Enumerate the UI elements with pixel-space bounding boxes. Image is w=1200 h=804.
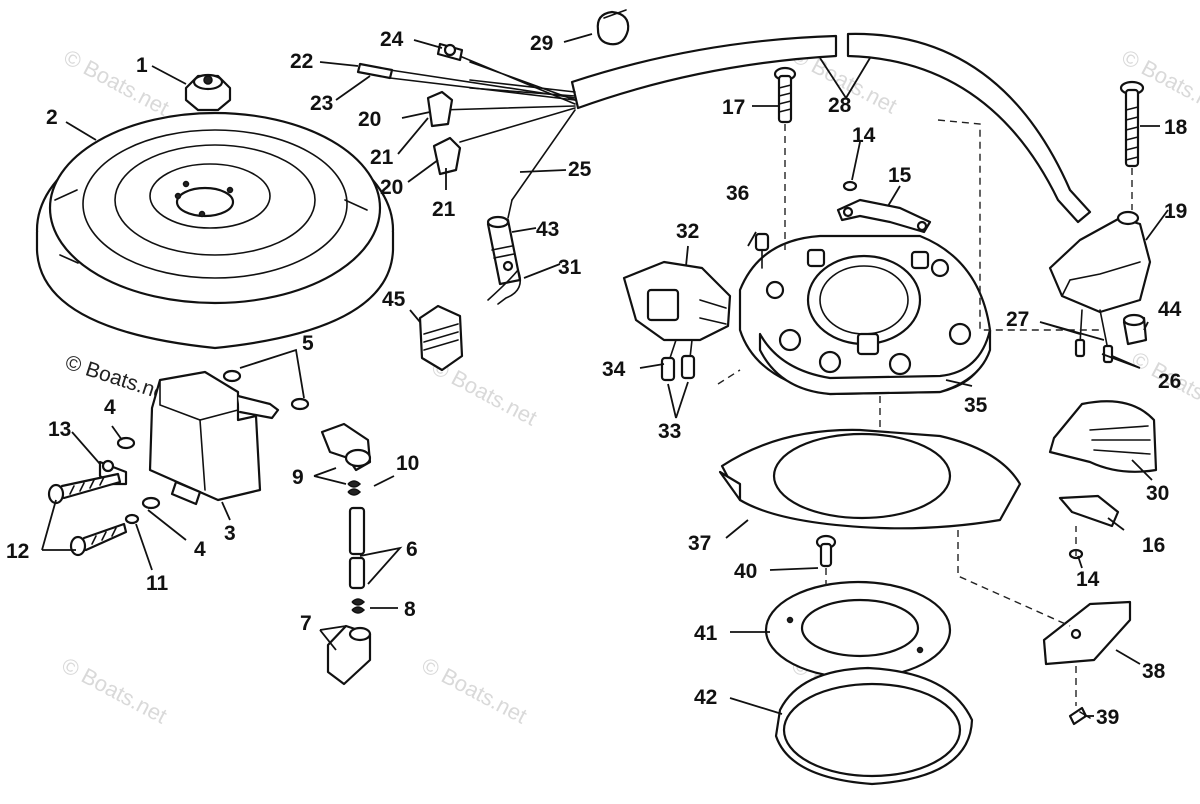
- callout-42: 42: [694, 686, 717, 709]
- callout-12: 12: [6, 540, 29, 563]
- coil-screws: [47, 472, 128, 557]
- callout-6: 6: [406, 538, 418, 561]
- flywheel-nut: [184, 73, 232, 112]
- callout-22: 22: [290, 50, 313, 73]
- callout-40: 40: [734, 560, 757, 583]
- wire-connectors: [426, 90, 462, 176]
- callout-9: 9: [292, 466, 304, 489]
- callout-25: 25: [568, 158, 592, 181]
- callout-13: 13: [48, 418, 71, 441]
- callout-20: 20: [358, 108, 381, 131]
- callout-39: 39: [1096, 706, 1119, 729]
- callout-28: 28: [828, 94, 852, 117]
- timer-base: [738, 234, 992, 396]
- spark-plug-boot-lower: [326, 624, 372, 686]
- callout-20: 20: [380, 176, 403, 199]
- callout-32: 32: [676, 220, 699, 243]
- sensor-leads: [1074, 309, 1148, 364]
- wire-clip: [596, 9, 630, 46]
- magnet-segment-lower: [1042, 600, 1132, 666]
- callout-30: 30: [1146, 482, 1169, 505]
- flywheel: [35, 111, 395, 350]
- retaining-ring: [774, 666, 974, 786]
- callout-21: 21: [432, 198, 456, 221]
- callout-43: 43: [536, 218, 559, 241]
- watermark-text: © Boats.net: [418, 652, 532, 728]
- callout-38: 38: [1142, 660, 1166, 683]
- callout-29: 29: [530, 32, 553, 55]
- callout-8: 8: [404, 598, 416, 621]
- callout-4: 4: [104, 396, 116, 419]
- charge-coil: [622, 260, 732, 382]
- callout-18: 18: [1164, 116, 1188, 139]
- washers: [116, 369, 310, 525]
- callout-31: 31: [558, 256, 582, 279]
- callout-17: 17: [722, 96, 745, 119]
- watermark-text: © Boats.net: [58, 652, 172, 728]
- watermark-text: © Boats.net: [60, 44, 174, 120]
- callout-35: 35: [964, 394, 988, 417]
- callout-26: 26: [1158, 370, 1181, 393]
- callout-15: 15: [888, 164, 912, 187]
- retaining-screw: [815, 534, 837, 568]
- callout-4: 4: [194, 538, 206, 561]
- armature-plate: [718, 428, 1022, 530]
- callout-34: 34: [602, 358, 626, 381]
- callout-11: 11: [146, 572, 169, 595]
- callout-14: 14: [852, 124, 876, 147]
- ground-wire: [487, 260, 522, 305]
- callout-44: 44: [1158, 298, 1182, 321]
- callout-41: 41: [694, 622, 718, 645]
- callout-19: 19: [1164, 200, 1187, 223]
- callout-2: 2: [46, 106, 58, 129]
- callout-14: 14: [1076, 568, 1100, 591]
- alignment-lines: [717, 119, 1133, 706]
- callout-21: 21: [370, 146, 394, 169]
- callout-10: 10: [396, 452, 419, 475]
- callout-36: 36: [726, 182, 749, 205]
- callout-37: 37: [688, 532, 711, 555]
- callout-33: 33: [658, 420, 681, 443]
- callout-1: 1: [136, 54, 148, 77]
- wire-harness: [356, 32, 1092, 224]
- magnet-segment-upper: [1048, 400, 1158, 473]
- spring-and-terminals: [347, 480, 366, 614]
- leader-lines: [41, 33, 1169, 717]
- bracket: [1058, 494, 1120, 528]
- bearing-ring: [764, 580, 952, 680]
- callout-5: 5: [302, 332, 314, 355]
- callout-27: 27: [1006, 308, 1029, 331]
- callout-45: 45: [382, 288, 406, 311]
- sensor-housing: [1048, 210, 1152, 314]
- callout-16: 16: [1142, 534, 1165, 557]
- callout-23: 23: [310, 92, 333, 115]
- callout-24: 24: [380, 28, 404, 51]
- spark-plug-boot-upper: [320, 422, 372, 472]
- long-screw-left: [773, 66, 797, 124]
- ignition-coil: [148, 370, 280, 506]
- callout-7: 7: [300, 612, 312, 635]
- callout-3: 3: [224, 522, 236, 545]
- retainer-plate: [836, 198, 932, 234]
- callout-numbers: 1 2 3 4 4 5 6 7 8 9 10 11 12 13 14 14 15…: [6, 28, 1188, 729]
- long-screw-right: [1119, 80, 1145, 168]
- connector-sleeve: [418, 215, 522, 372]
- small-screws: [754, 180, 1084, 560]
